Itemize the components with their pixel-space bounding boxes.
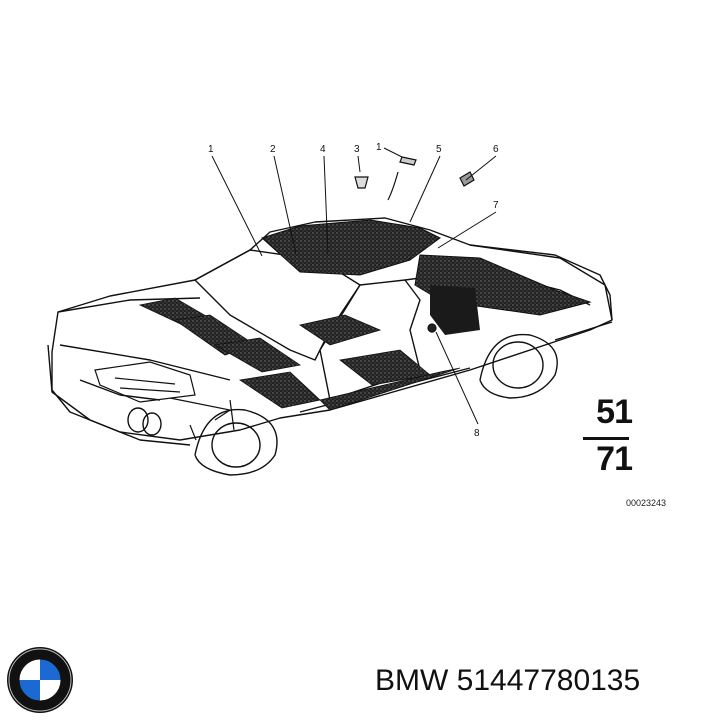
bmw-logo-icon bbox=[7, 647, 73, 713]
callout-7: 7 bbox=[493, 200, 499, 211]
engine-bay-detail bbox=[94, 361, 235, 441]
part-caption: BMW 51447780135 bbox=[375, 664, 641, 697]
group-number-divider bbox=[583, 437, 629, 440]
drawing-id: 00023243 bbox=[626, 498, 667, 508]
small-parts bbox=[354, 156, 475, 333]
callout-3: 3 bbox=[354, 144, 360, 155]
callout-2: 2 bbox=[270, 144, 276, 155]
leader-lines bbox=[211, 147, 497, 425]
headliner-panel bbox=[261, 219, 441, 276]
group-number-bottom: 71 bbox=[596, 440, 633, 478]
callout-4: 4 bbox=[320, 144, 326, 155]
callout-5: 5 bbox=[436, 144, 442, 155]
callout-1: 1 bbox=[208, 144, 214, 155]
callout-6: 6 bbox=[493, 144, 499, 155]
group-number-top: 51 bbox=[596, 393, 633, 431]
callout-1b: 1 bbox=[376, 142, 382, 153]
floor-insulation bbox=[138, 297, 461, 411]
callout-8: 8 bbox=[474, 428, 480, 439]
door-panel bbox=[430, 285, 480, 335]
